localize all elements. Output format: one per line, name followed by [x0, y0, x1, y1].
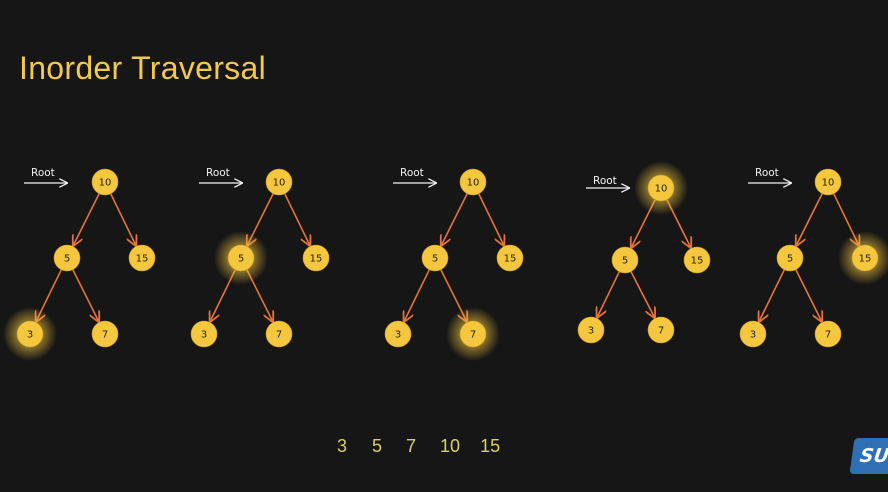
- tree-node-left: 5: [421, 244, 449, 272]
- root-label: Root: [400, 167, 424, 179]
- node-value: 15: [859, 254, 872, 265]
- tree-step-2: Root 10 5 15 3 7: [190, 167, 330, 348]
- tree-node-right: 15: [496, 244, 524, 272]
- tree-node-left-left: 3: [190, 320, 218, 348]
- tree-edge: [795, 269, 822, 322]
- tree-node-root: 10: [647, 174, 675, 202]
- node-value: 5: [238, 254, 244, 265]
- sequence-value: 7: [406, 436, 417, 456]
- root-label: Root: [31, 167, 55, 179]
- node-value: 5: [64, 254, 70, 265]
- tree-edge: [597, 271, 621, 318]
- node-value: 10: [467, 178, 480, 189]
- tree-node-left: 5: [776, 244, 804, 272]
- tree-step-3: Root 10 5 15 3 7: [384, 167, 524, 361]
- tree-node-left-left: 3: [739, 320, 767, 348]
- node-value: 10: [655, 184, 668, 195]
- tree-node-left-right: 7: [265, 320, 293, 348]
- tree-node-root: 10: [91, 168, 119, 196]
- node-value: 10: [99, 178, 112, 189]
- root-label: Root: [206, 167, 230, 179]
- page-title: Inorder Traversal: [19, 50, 266, 86]
- output-sequence: 3 5 7 10 15: [337, 436, 500, 457]
- subscribe-badge[interactable]: SUB: [849, 438, 888, 474]
- tree-edge: [796, 193, 823, 246]
- tree-node-right: 15: [302, 244, 330, 272]
- node-value: 3: [750, 330, 756, 341]
- sequence-value: 15: [480, 436, 501, 456]
- tree-edge: [630, 271, 655, 318]
- node-value: 15: [504, 254, 517, 265]
- sequence-value: 5: [372, 436, 383, 456]
- node-value: 3: [201, 330, 207, 341]
- tree-edge: [477, 193, 504, 246]
- tree-node-right: 15: [128, 244, 156, 272]
- node-value: 7: [825, 330, 831, 341]
- node-value: 3: [27, 330, 33, 341]
- node-value: 7: [102, 330, 108, 341]
- tree-edge: [759, 269, 786, 322]
- node-value: 15: [310, 254, 323, 265]
- root-label: Root: [755, 167, 779, 179]
- root-label: Root: [593, 175, 617, 187]
- node-value: 7: [470, 330, 476, 341]
- tree-node-left: 5: [53, 244, 81, 272]
- node-value: 10: [273, 178, 286, 189]
- tree-node-root: 10: [814, 168, 842, 196]
- node-value: 10: [822, 178, 835, 189]
- tree-edge: [441, 193, 468, 246]
- node-value: 5: [787, 254, 793, 265]
- tree-node-left: 5: [611, 246, 639, 274]
- node-value: 5: [432, 254, 438, 265]
- tree-node-left: 5: [227, 244, 255, 272]
- tree-node-root: 10: [459, 168, 487, 196]
- node-value: 3: [588, 326, 594, 337]
- tree-edge: [109, 193, 136, 246]
- node-value: 15: [691, 256, 704, 267]
- tree-node-left-left: 3: [384, 320, 412, 348]
- sequence-value: 3: [337, 436, 348, 456]
- tree-step-4: Root 10 5 15 3 7: [577, 161, 711, 344]
- tree-step-5: Root 10 5 15 3 7: [739, 167, 888, 348]
- sequence-value: 10: [440, 436, 461, 456]
- tree-node-left-left: 3: [577, 316, 605, 344]
- tree-edge: [73, 193, 100, 246]
- tree-node-left-right: 7: [459, 320, 487, 348]
- tree-node-left-left: 3: [16, 320, 44, 348]
- tree-node-right: 15: [851, 244, 879, 272]
- node-value: 3: [395, 330, 401, 341]
- tree-node-root: 10: [265, 168, 293, 196]
- node-value: 7: [658, 326, 664, 337]
- tree-edge: [283, 193, 310, 246]
- tree-node-left-right: 7: [91, 320, 119, 348]
- tree-edge: [72, 269, 99, 322]
- tree-node-left-right: 7: [647, 316, 675, 344]
- tree-step-1: Root 10 5 15 3 7: [3, 167, 156, 361]
- tree-edge: [404, 269, 431, 322]
- node-value: 15: [136, 254, 149, 265]
- tree-node-right: 15: [683, 246, 711, 274]
- node-value: 7: [276, 330, 282, 341]
- tree-node-left-right: 7: [814, 320, 842, 348]
- node-value: 5: [622, 256, 628, 267]
